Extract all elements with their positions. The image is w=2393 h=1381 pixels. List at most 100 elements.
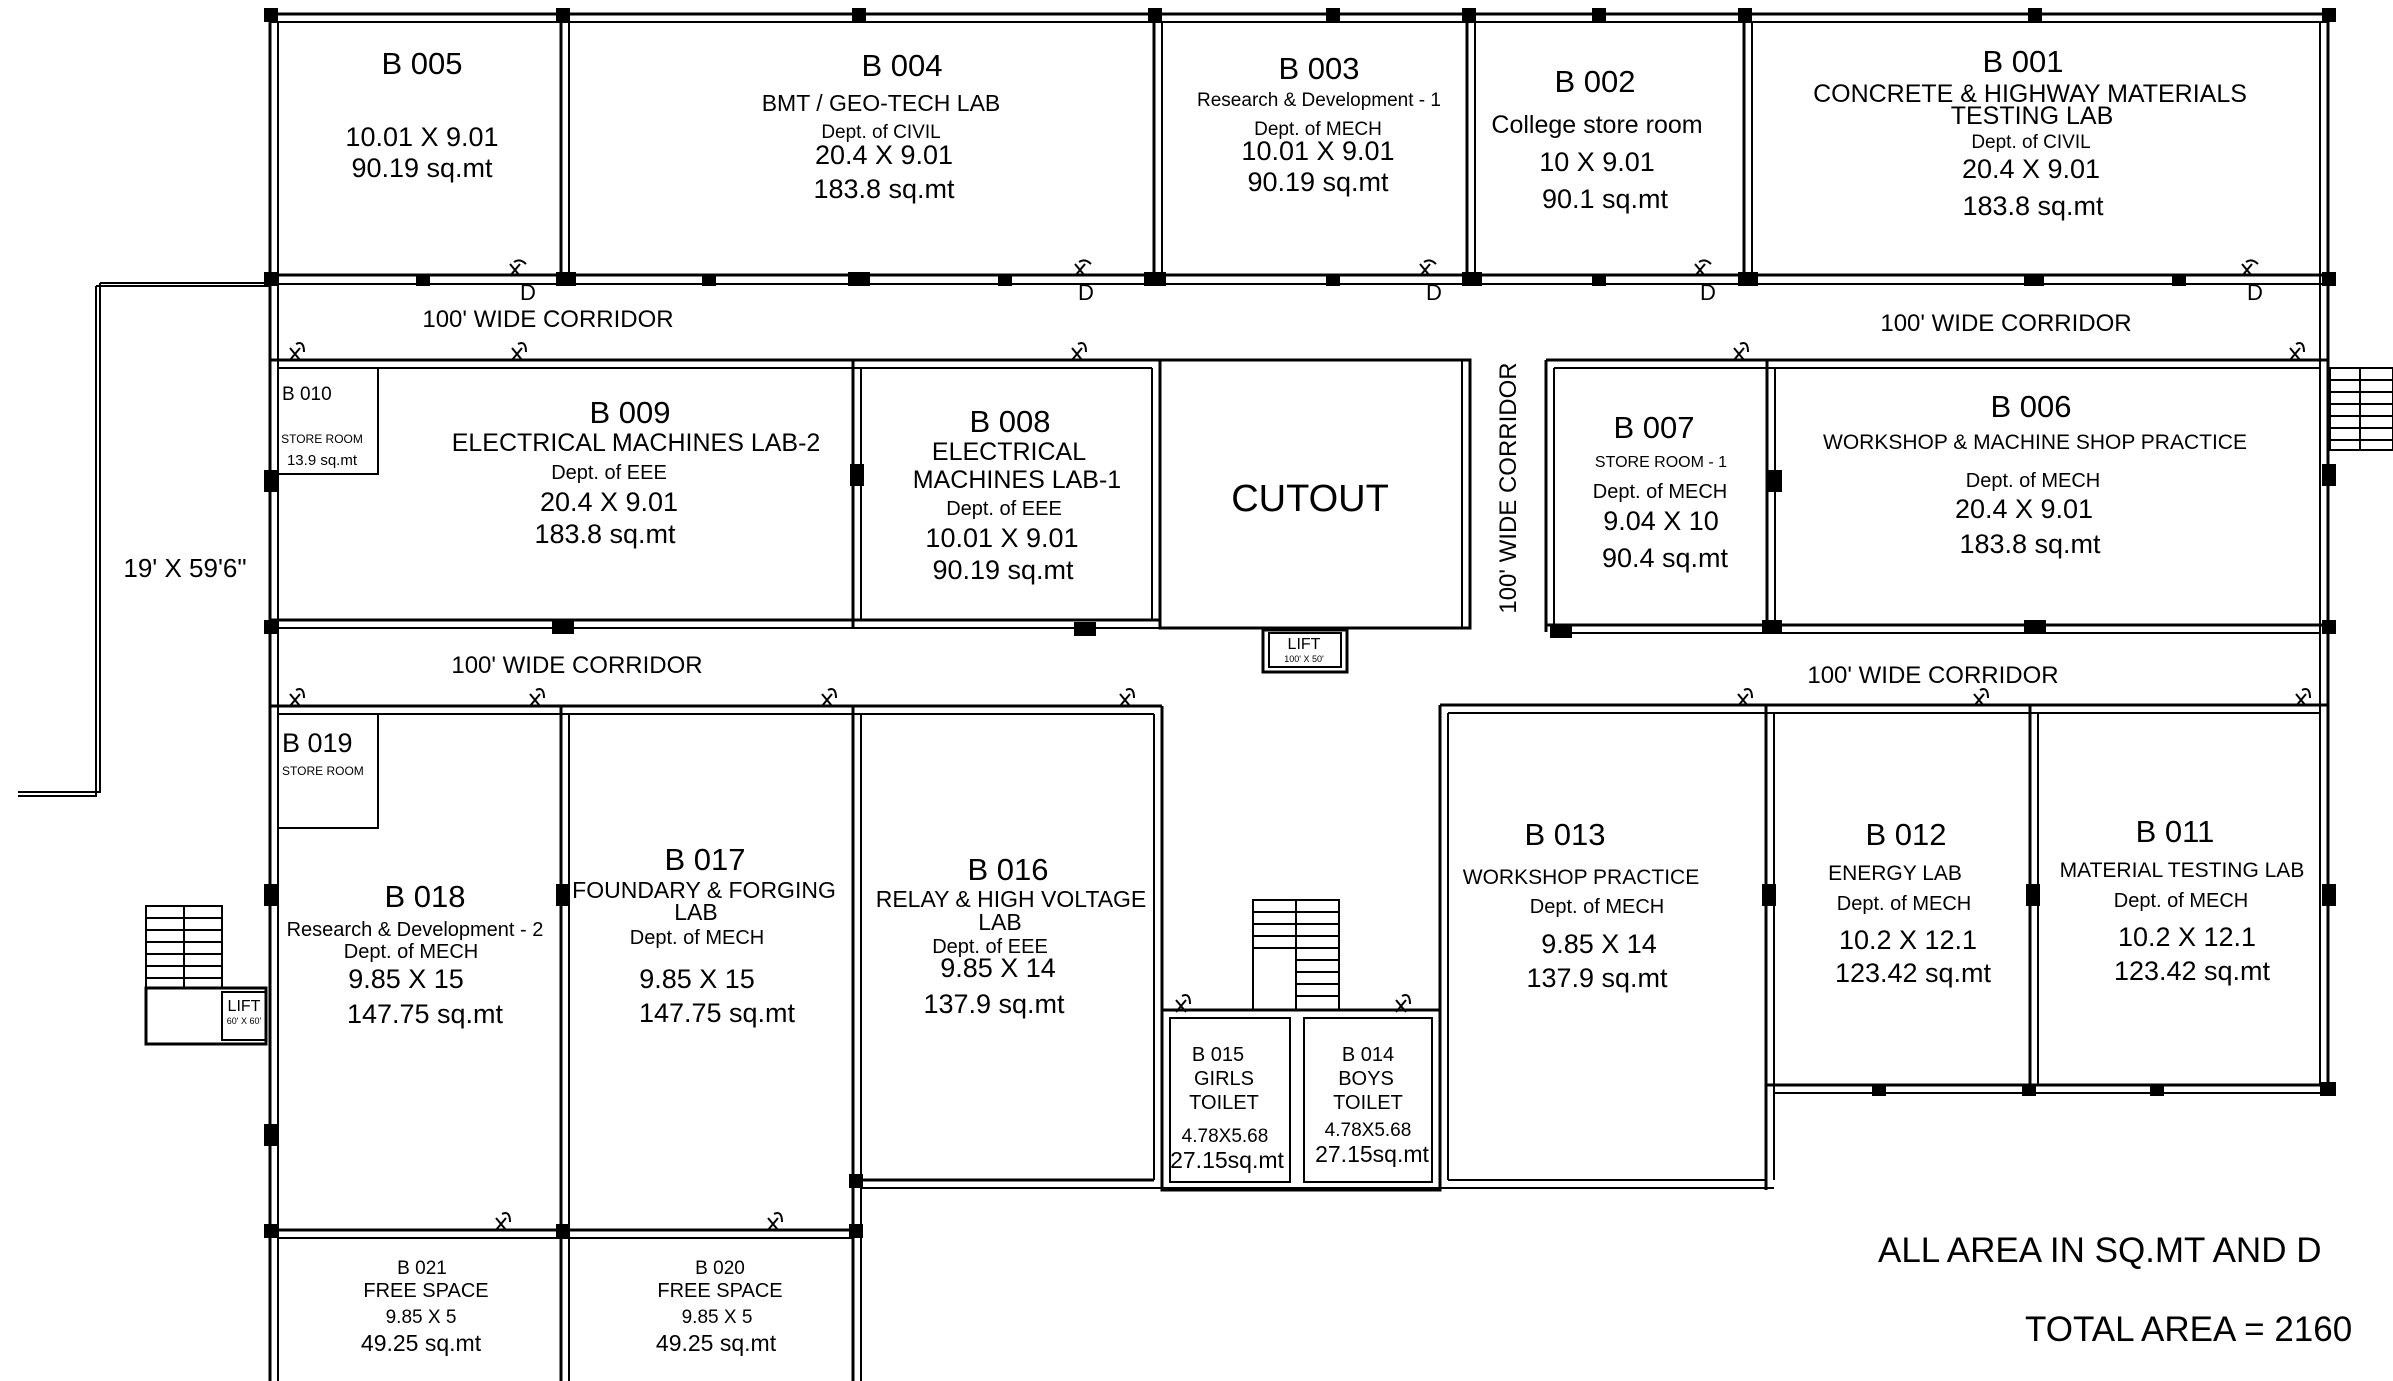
room-area: 13.9 sq.mt xyxy=(287,452,358,469)
stair-center xyxy=(1252,899,1340,1011)
room-area: 90.4 sq.mt xyxy=(1602,543,1729,573)
room-dept: Dept. of MECH xyxy=(344,941,478,963)
cutout-label: CUTOUT xyxy=(1231,478,1389,520)
room-name: TESTING LAB xyxy=(1951,102,2114,130)
corridor-label: 100' WIDE CORRIDOR xyxy=(422,306,673,333)
room-area: 183.8 sq.mt xyxy=(813,174,955,204)
room-dimension: 10.01 X 9.01 xyxy=(345,122,498,152)
room-name: ELECTRICAL xyxy=(932,438,1086,466)
room-b002: B 002 College store room 10 X 9.01 90.1 … xyxy=(1491,64,1702,214)
corridor-label: 100' WIDE CORRIDOR xyxy=(1880,310,2131,337)
door-label: D xyxy=(2247,280,2263,305)
room-b003: B 003 Research & Development - 1 Dept. o… xyxy=(1197,51,1441,197)
room-b014: B 014 BOYS TOILET 4.78X5.68 27.15sq.mt xyxy=(1315,1044,1429,1167)
room-dimension: 20.4 X 9.01 xyxy=(1962,154,2100,184)
room-area: 123.42 sq.mt xyxy=(1835,958,1992,988)
room-name: STORE ROOM xyxy=(282,764,364,778)
corridor-label: 100' WIDE CORRIDOR xyxy=(451,652,702,679)
room-id: B 020 xyxy=(695,1258,745,1279)
room-area: 183.8 sq.mt xyxy=(1959,529,2101,559)
room-b017: B 017 FOUNDARY & FORGING LAB Dept. of ME… xyxy=(572,842,836,1028)
room-dimension: 10.01 X 9.01 xyxy=(925,523,1078,553)
room-dept: Dept. of EEE xyxy=(946,498,1062,520)
room-name: LAB xyxy=(978,909,1021,935)
room-dept: Dept. of MECH xyxy=(1593,481,1727,503)
room-name: FREE SPACE xyxy=(363,1280,488,1302)
room-id: B 017 xyxy=(664,842,745,877)
room-dimension: 10.2 X 12.1 xyxy=(1839,925,1977,955)
room-b021: B 021 FREE SPACE 9.85 X 5 49.25 sq.mt xyxy=(361,1258,489,1356)
room-name: LAB xyxy=(674,899,717,925)
room-area: 49.25 sq.mt xyxy=(361,1330,482,1356)
room-b019: B 019 STORE ROOM xyxy=(282,728,364,778)
room-id: B 013 xyxy=(1524,817,1605,852)
room-dimension: 10.2 X 12.1 xyxy=(2118,922,2256,952)
room-area: 123.42 sq.mt xyxy=(2114,956,2271,986)
room-name: BMT / GEO-TECH LAB xyxy=(762,90,1001,116)
room-id: B 014 xyxy=(1342,1044,1394,1066)
room-b008: B 008 ELECTRICAL MACHINES LAB-1 Dept. of… xyxy=(913,404,1121,585)
room-id: B 004 xyxy=(861,48,942,83)
room-name: STORE ROOM xyxy=(281,432,363,446)
room-id: B 006 xyxy=(1990,389,2071,424)
room-id: B 005 xyxy=(381,46,462,81)
room-area: 90.19 sq.mt xyxy=(932,555,1074,585)
room-b006: B 006 WORKSHOP & MACHINE SHOP PRACTICE D… xyxy=(1823,389,2247,559)
room-dept: Dept. of MECH xyxy=(1254,119,1382,140)
lift-center: LIFT 100' X 50' xyxy=(1284,636,1324,664)
room-dept: Dept. of EEE xyxy=(932,936,1048,958)
room-area: 137.9 sq.mt xyxy=(923,989,1065,1019)
room-name: MACHINES LAB-1 xyxy=(913,466,1121,494)
walls xyxy=(18,12,2330,1381)
room-name: CONCRETE & HIGHWAY MATERIALS xyxy=(1813,80,2247,108)
room-id: B 002 xyxy=(1554,64,1635,99)
room-b001: B 001 CONCRETE & HIGHWAY MATERIALS TESTI… xyxy=(1813,44,2247,221)
room-b011: B 011 MATERIAL TESTING LAB Dept. of MECH… xyxy=(2060,814,2305,986)
room-dimension: 20.4 X 9.01 xyxy=(1955,494,2093,524)
room-id: B 011 xyxy=(2136,814,2215,849)
room-name: Research & Development - 1 xyxy=(1197,90,1441,111)
stair-dimension-label: 19' X 59'6" xyxy=(123,553,246,583)
plan-notes: ALL AREA IN SQ.MT AND D TOTAL AREA = 216… xyxy=(1878,1231,2352,1349)
room-b004: B 004 BMT / GEO-TECH LAB Dept. of CIVIL … xyxy=(762,48,1001,204)
room-name: BOYS xyxy=(1338,1068,1394,1090)
room-id: B 012 xyxy=(1865,817,1946,852)
door-label: D xyxy=(1426,280,1442,305)
stair-left xyxy=(145,905,223,989)
room-area: 90.1 sq.mt xyxy=(1542,184,1669,214)
corridor-label-vertical: 100' WIDE CORRIDOR xyxy=(1495,362,1522,613)
room-id: B 021 xyxy=(397,1258,447,1279)
room-id: B 010 xyxy=(282,384,332,405)
room-name: ELECTRICAL MACHINES LAB-2 xyxy=(452,429,821,457)
door-labels: D D D D D xyxy=(520,280,2263,305)
room-b016: B 016 RELAY & HIGH VOLTAGE LAB Dept. of … xyxy=(876,852,1147,1019)
room-dimension: 4.78X5.68 xyxy=(1182,1126,1269,1147)
room-dept: Dept. of CIVIL xyxy=(1971,132,2090,153)
room-id: B 003 xyxy=(1278,51,1359,86)
room-b015: B 015 GIRLS TOILET 4.78X5.68 27.15sq.mt xyxy=(1170,1044,1284,1173)
room-name: WORKSHOP & MACHINE SHOP PRACTICE xyxy=(1823,431,2247,454)
lift-label: LIFT xyxy=(1288,636,1321,653)
total-area-note: TOTAL AREA = 2160 xyxy=(2025,1310,2352,1349)
room-dimension: 20.4 X 9.01 xyxy=(815,140,953,170)
room-area: 90.19 sq.mt xyxy=(1247,167,1389,197)
room-name: TOILET xyxy=(1189,1092,1259,1114)
room-b007: B 007 STORE ROOM - 1 Dept. of MECH 9.04 … xyxy=(1593,410,1729,573)
room-dimension: 9.04 X 10 xyxy=(1603,506,1719,536)
columns xyxy=(264,8,2336,1238)
room-dept: Dept. of MECH xyxy=(630,927,764,949)
room-dimension: 9.85 X 14 xyxy=(940,953,1056,983)
room-name: Research & Development - 2 xyxy=(287,919,544,941)
room-b020: B 020 FREE SPACE 9.85 X 5 49.25 sq.mt xyxy=(656,1258,783,1356)
room-area: 183.8 sq.mt xyxy=(1962,191,2104,221)
door-label: D xyxy=(1078,280,1094,305)
room-b013: B 013 WORKSHOP PRACTICE Dept. of MECH 9.… xyxy=(1463,817,1699,993)
room-name: College store room xyxy=(1491,111,1702,139)
room-dimension: 4.78X5.68 xyxy=(1325,1120,1412,1141)
door-label: D xyxy=(520,280,536,305)
room-id: B 009 xyxy=(589,395,670,430)
room-name: ENERGY LAB xyxy=(1828,862,1962,885)
room-b012: B 012 ENERGY LAB Dept. of MECH 10.2 X 12… xyxy=(1828,817,1991,988)
room-area: 183.8 sq.mt xyxy=(534,519,676,549)
room-area: 90.19 sq.mt xyxy=(351,153,493,183)
